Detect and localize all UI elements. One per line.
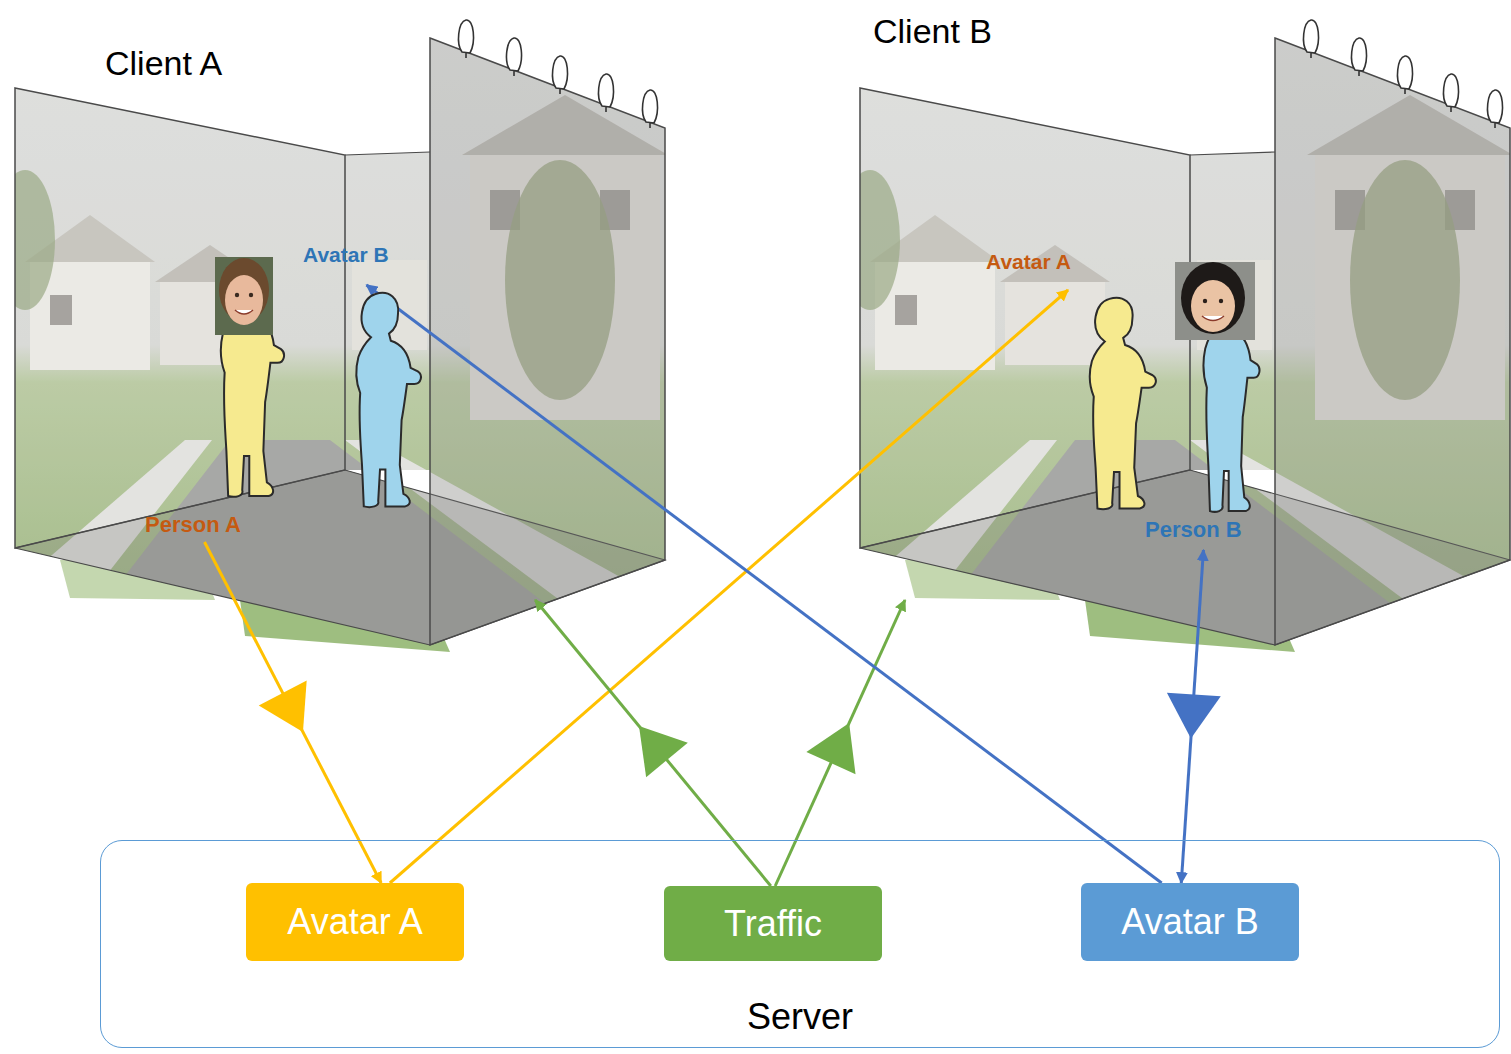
hair <box>1181 262 1245 334</box>
scene-ground <box>0 30 680 660</box>
screen-wash <box>0 30 680 660</box>
figure-label: Avatar B <box>303 243 389 266</box>
eye <box>1219 299 1223 303</box>
text-holder: Avatar B <box>303 243 389 267</box>
direction-triangle <box>1167 693 1221 739</box>
text-holder: Traffic <box>664 886 882 961</box>
server-band: Server Avatar A Traffic Avatar B <box>100 840 1500 1048</box>
hair <box>219 258 269 322</box>
smile <box>1202 316 1224 321</box>
avatar-box: Avatar B <box>1081 883 1299 961</box>
street-scene <box>0 30 680 660</box>
photo-frame <box>215 257 273 335</box>
arrow-line <box>205 542 382 883</box>
figure-silhouette <box>1140 265 1275 550</box>
direction-triangle <box>639 726 688 777</box>
figure-label: Person A <box>145 512 241 537</box>
face <box>225 275 263 325</box>
avatar-figure: Avatar A <box>1068 290 1160 512</box>
silhouette-frame <box>221 264 284 497</box>
right-wall <box>430 38 665 645</box>
text-holder: Server <box>101 996 1499 1037</box>
projector <box>459 20 474 58</box>
text-holder: Person B <box>1145 517 1242 542</box>
avatar-figure: Avatar B <box>335 285 425 510</box>
silhouette <box>1204 279 1260 512</box>
silhouette-frame <box>1204 279 1260 512</box>
client-display: Client A Person A Avatar B <box>0 0 680 600</box>
cave-display <box>0 20 680 660</box>
heading-label: Client B <box>873 12 992 50</box>
projector <box>507 38 522 76</box>
wall-edge <box>345 152 430 155</box>
figure-silhouette <box>140 250 290 542</box>
avatar-box: Avatar A <box>246 883 464 961</box>
face <box>1191 280 1235 332</box>
data-flow-arrow <box>205 542 382 883</box>
eye <box>235 293 239 297</box>
direction-triangle <box>806 723 855 774</box>
projector <box>599 74 614 112</box>
direction-triangle <box>259 681 307 732</box>
projectors <box>459 20 658 128</box>
left-wall <box>15 88 345 548</box>
text-holder: Avatar B <box>1081 883 1299 961</box>
eye <box>1203 299 1207 303</box>
silhouette <box>1090 298 1156 509</box>
text-holder: Client B <box>873 12 992 51</box>
figure-silhouette <box>1068 290 1160 512</box>
projector <box>643 90 658 128</box>
figure-label: Avatar A <box>986 250 1071 273</box>
silhouette-frame <box>356 293 421 507</box>
arrow-line <box>535 600 771 886</box>
eye <box>249 293 253 297</box>
text-holder: Avatar A <box>246 883 464 961</box>
person-figure: Person A <box>140 250 290 542</box>
person-figure: Person B <box>1140 265 1275 550</box>
silhouette-frame <box>1090 298 1156 509</box>
face-photo <box>1175 262 1255 340</box>
heading-label: Client A <box>105 44 222 82</box>
silhouette <box>221 264 284 497</box>
silhouette <box>356 293 421 507</box>
client-display: Client B Avatar A Person B <box>845 0 1511 600</box>
arrow-line <box>367 285 1162 883</box>
figure-label: Person B <box>1145 517 1242 542</box>
figure-silhouette <box>335 285 425 510</box>
cave-display <box>840 20 1511 660</box>
traffic-box: Traffic <box>664 886 882 961</box>
text-holder: Client A <box>105 44 222 83</box>
data-flow-arrow <box>367 285 1162 883</box>
text-holder: Avatar A <box>986 250 1071 274</box>
photo-frame <box>1175 262 1255 340</box>
box-label: Traffic <box>724 903 822 944</box>
face-photo <box>215 257 273 335</box>
box-label: Avatar A <box>287 901 422 942</box>
smile <box>235 310 253 314</box>
data-flow-arrow <box>535 600 771 886</box>
projector <box>553 56 568 94</box>
data-flow-arrow <box>1167 550 1221 883</box>
heading-label: Server <box>747 996 853 1037</box>
text-holder: Person A <box>145 512 241 537</box>
box-label: Avatar B <box>1121 901 1258 942</box>
